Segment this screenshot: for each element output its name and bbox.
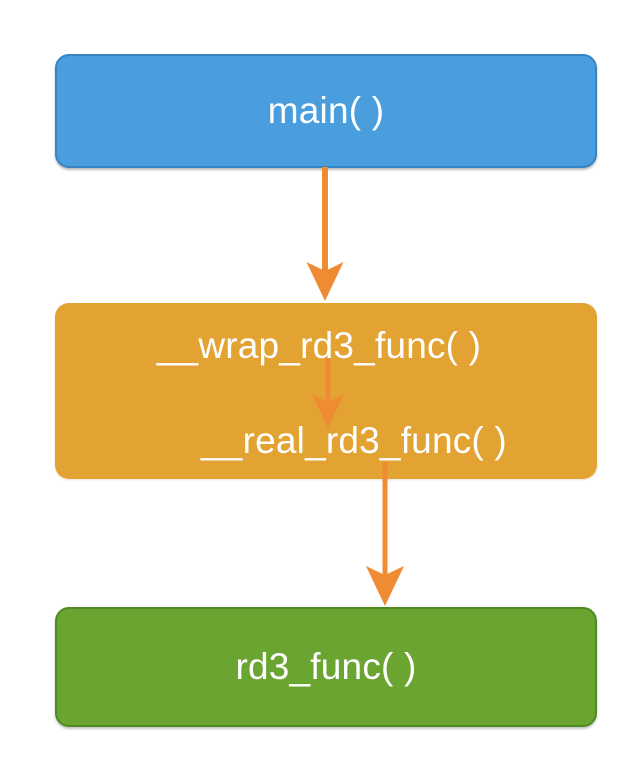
node-main[interactable]: main( ) [55,54,597,168]
arrow-real-to-rd3 [366,462,404,606]
node-rd3-func[interactable]: rd3_func( ) [55,607,597,727]
arrow-main-to-wrap [306,167,344,301]
arrow-real-to-rd3-head [366,566,404,606]
node-real-label: __real_rd3_func( ) [201,420,507,461]
node-wrap-rd3-func[interactable]: __wrap_rd3_func( ) __real_rd3_func( ) [55,303,597,479]
node-rd3-label: rd3_func( ) [235,646,417,687]
node-wrap-label: __wrap_rd3_func( ) [156,325,482,366]
arrow-main-to-wrap-head [306,262,344,301]
node-main-label: main( ) [267,90,385,131]
